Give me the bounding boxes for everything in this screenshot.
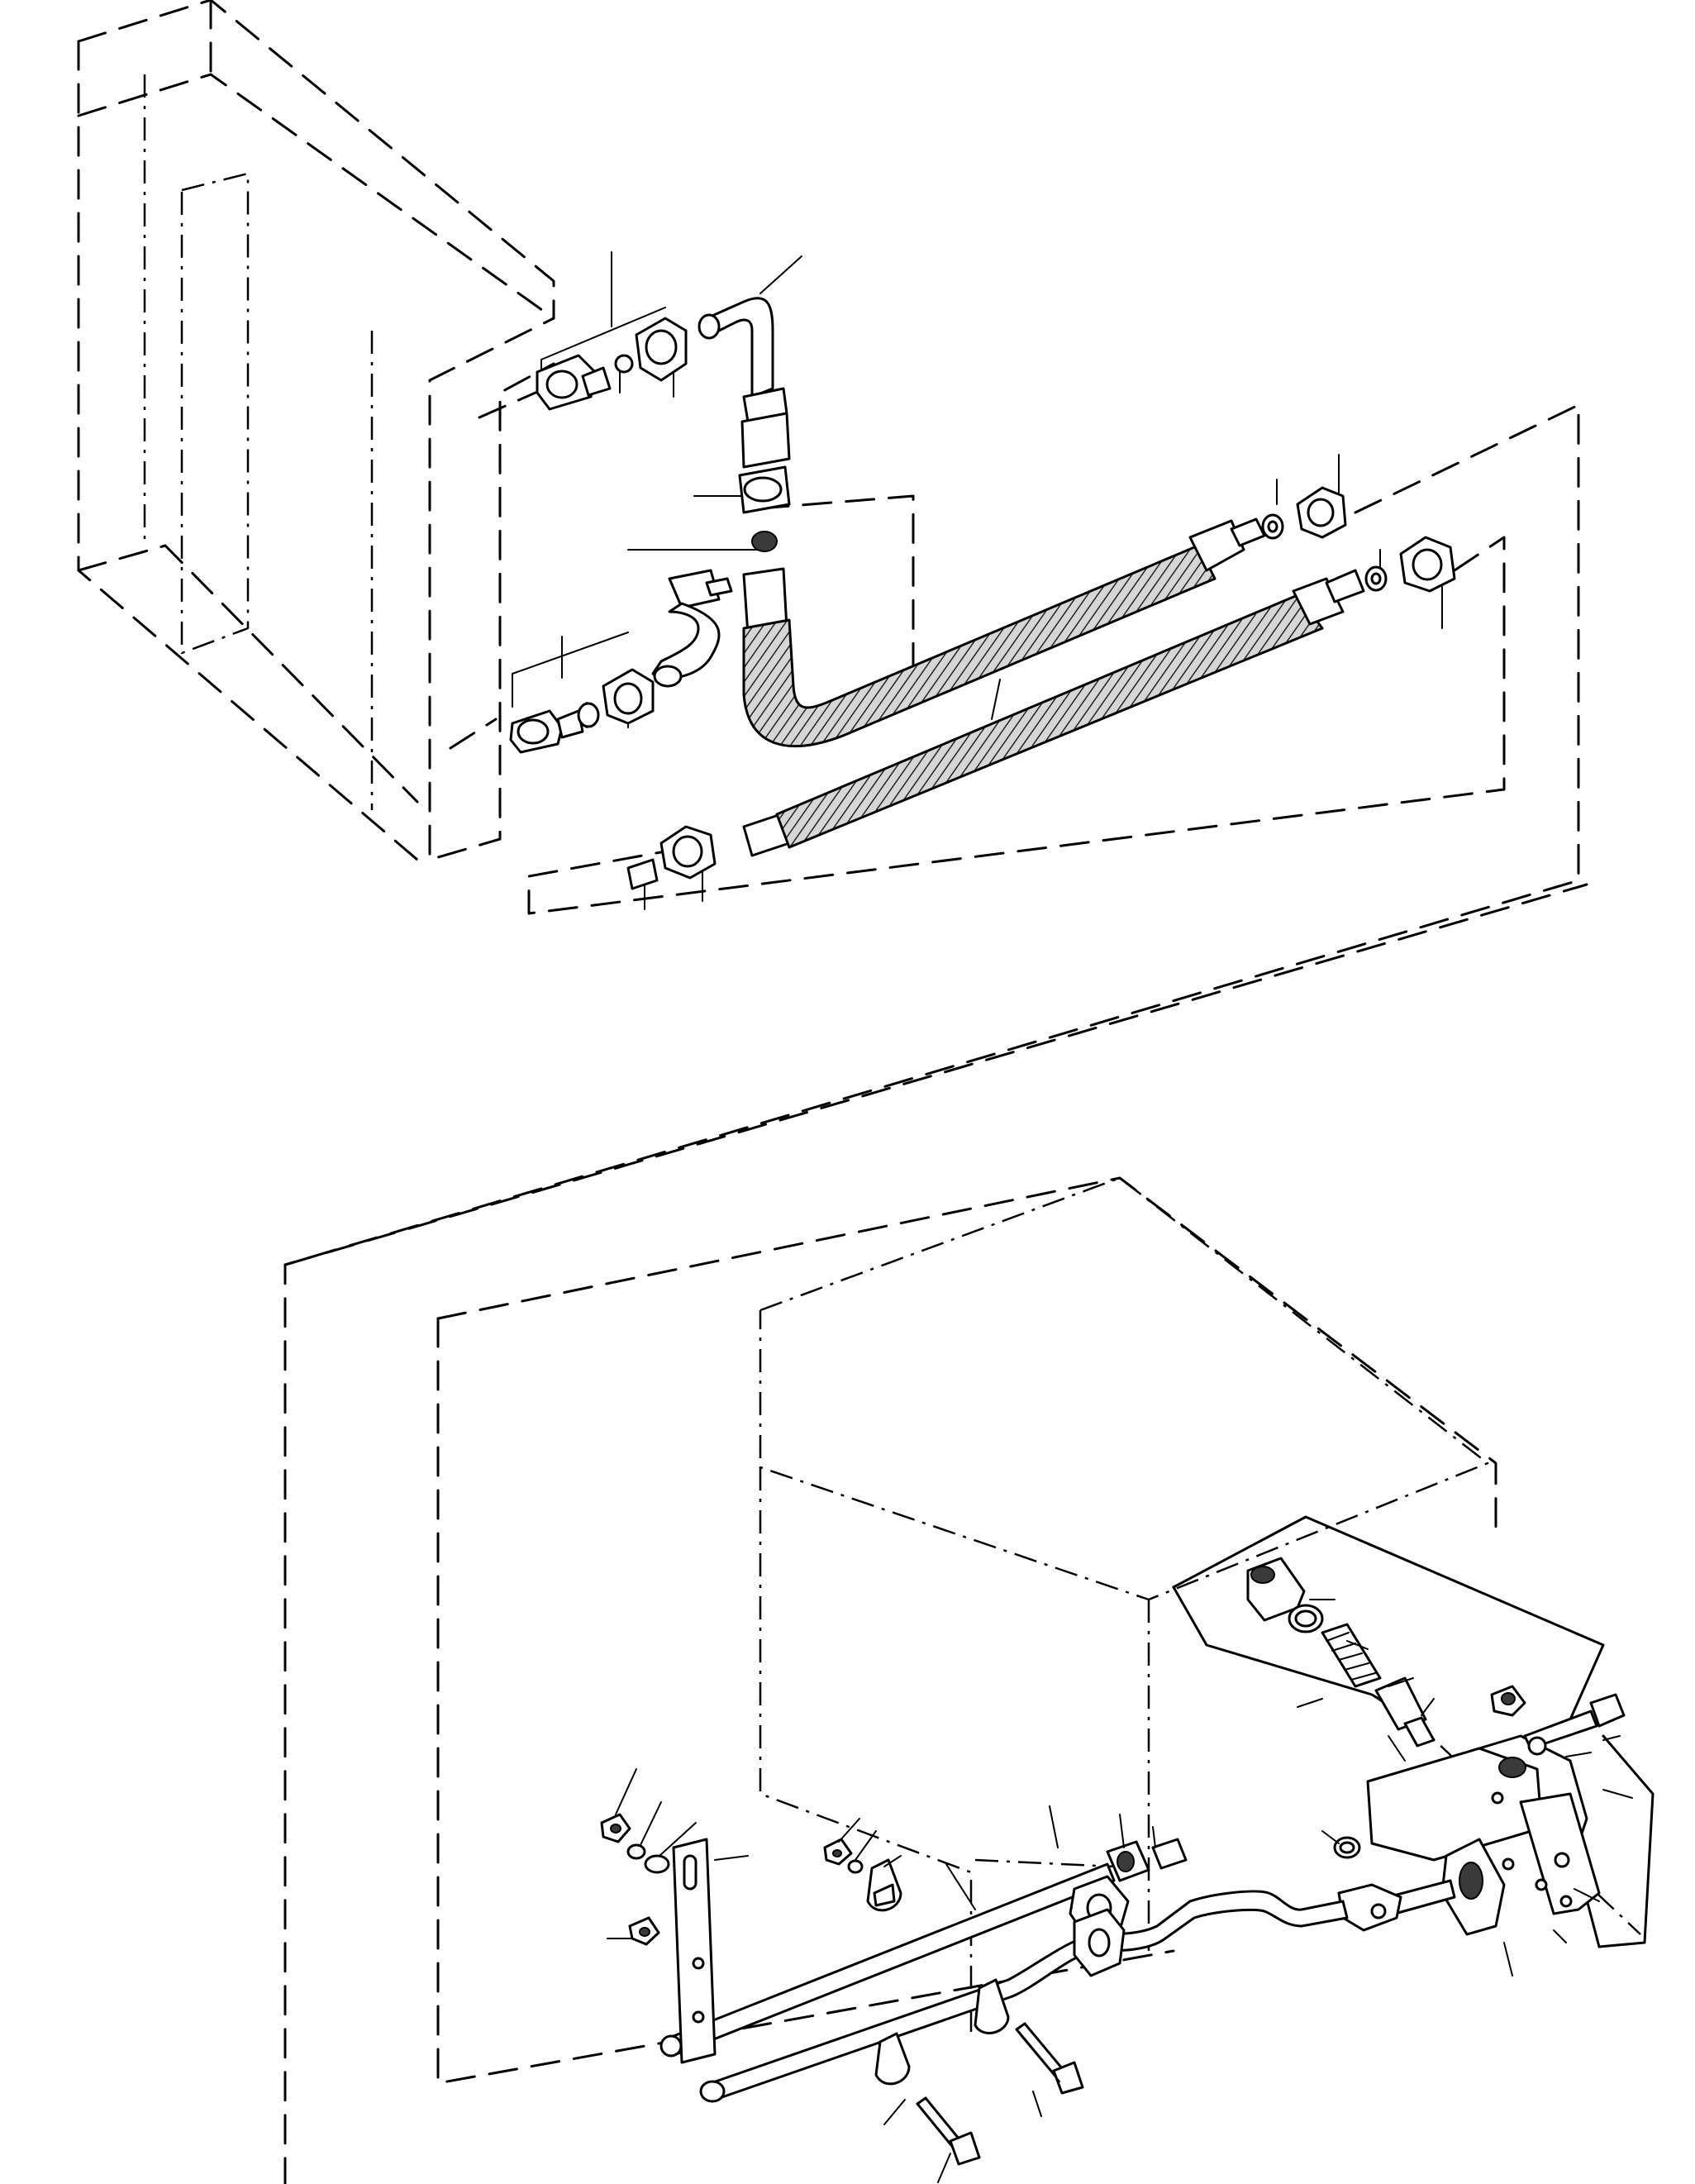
- flexible-hose-a: [742, 517, 1266, 747]
- pipe-clamps: [866, 1858, 1010, 2086]
- elbow-pipe: [698, 297, 791, 552]
- valve-block: [1366, 1734, 1601, 1915]
- radiator-outline: [77, 0, 555, 861]
- rigid-pipe-a: [699, 1838, 1506, 2103]
- rigid-pipe-b: [659, 1838, 1188, 2058]
- seal-rings: [626, 513, 1388, 890]
- valve-plunger: [1374, 1676, 1436, 1748]
- hex-nuts: [659, 486, 1456, 880]
- valve-bolts: [1490, 1685, 1626, 1756]
- toothed-spacer: [1073, 1908, 1126, 1977]
- mounting-bracket: [672, 1838, 717, 2064]
- fitting-adapter-upper: [536, 317, 688, 411]
- relief-valve-plug: [1246, 1557, 1324, 1633]
- s-pipe: [651, 569, 733, 688]
- leader-lines-upper: [512, 251, 1443, 910]
- flexible-hose-b: [742, 569, 1365, 857]
- o-ring: [1333, 1836, 1361, 1859]
- nuts-washers-left: [600, 1813, 864, 1946]
- leader-lines-lower: [607, 1599, 1633, 2183]
- fitting-adapter-lower: [509, 668, 655, 754]
- bolts: [916, 2022, 1084, 2166]
- relief-spring: [1321, 1623, 1382, 1688]
